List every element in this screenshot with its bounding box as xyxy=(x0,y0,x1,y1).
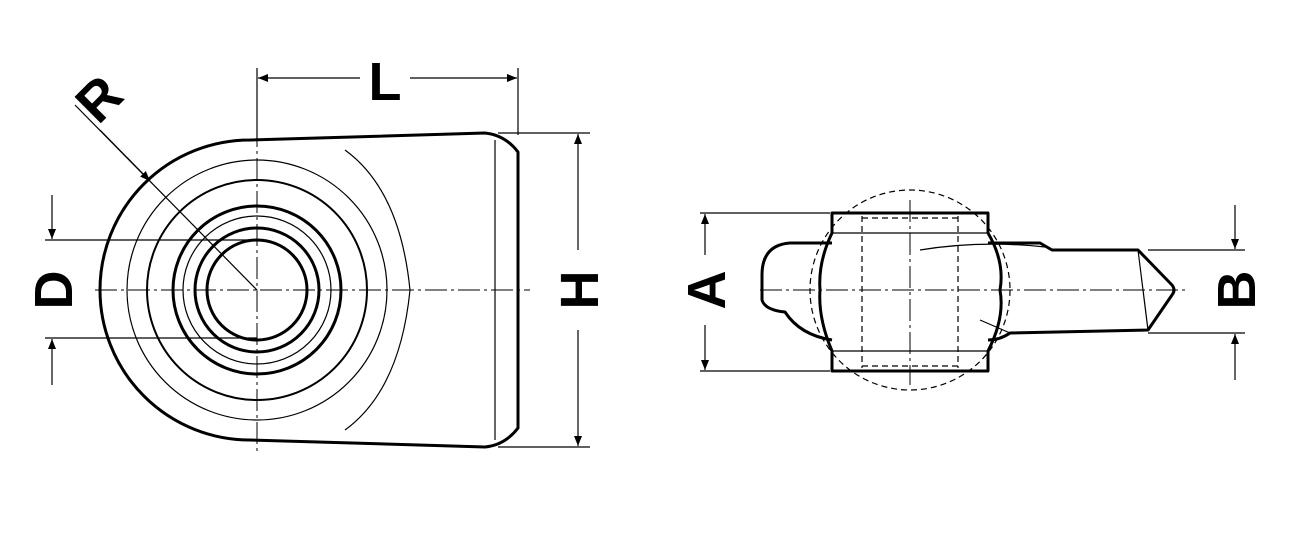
label-r: R xyxy=(64,64,134,134)
label-h: H xyxy=(550,271,610,310)
front-view: R L D H xyxy=(24,52,610,455)
side-view: A B xyxy=(677,189,1267,391)
label-l: L xyxy=(369,52,402,112)
label-d: D xyxy=(24,271,84,310)
shank xyxy=(760,241,1176,342)
ball-bushing xyxy=(818,211,1003,373)
label-a: A xyxy=(677,271,737,310)
label-b: B xyxy=(1207,271,1267,310)
